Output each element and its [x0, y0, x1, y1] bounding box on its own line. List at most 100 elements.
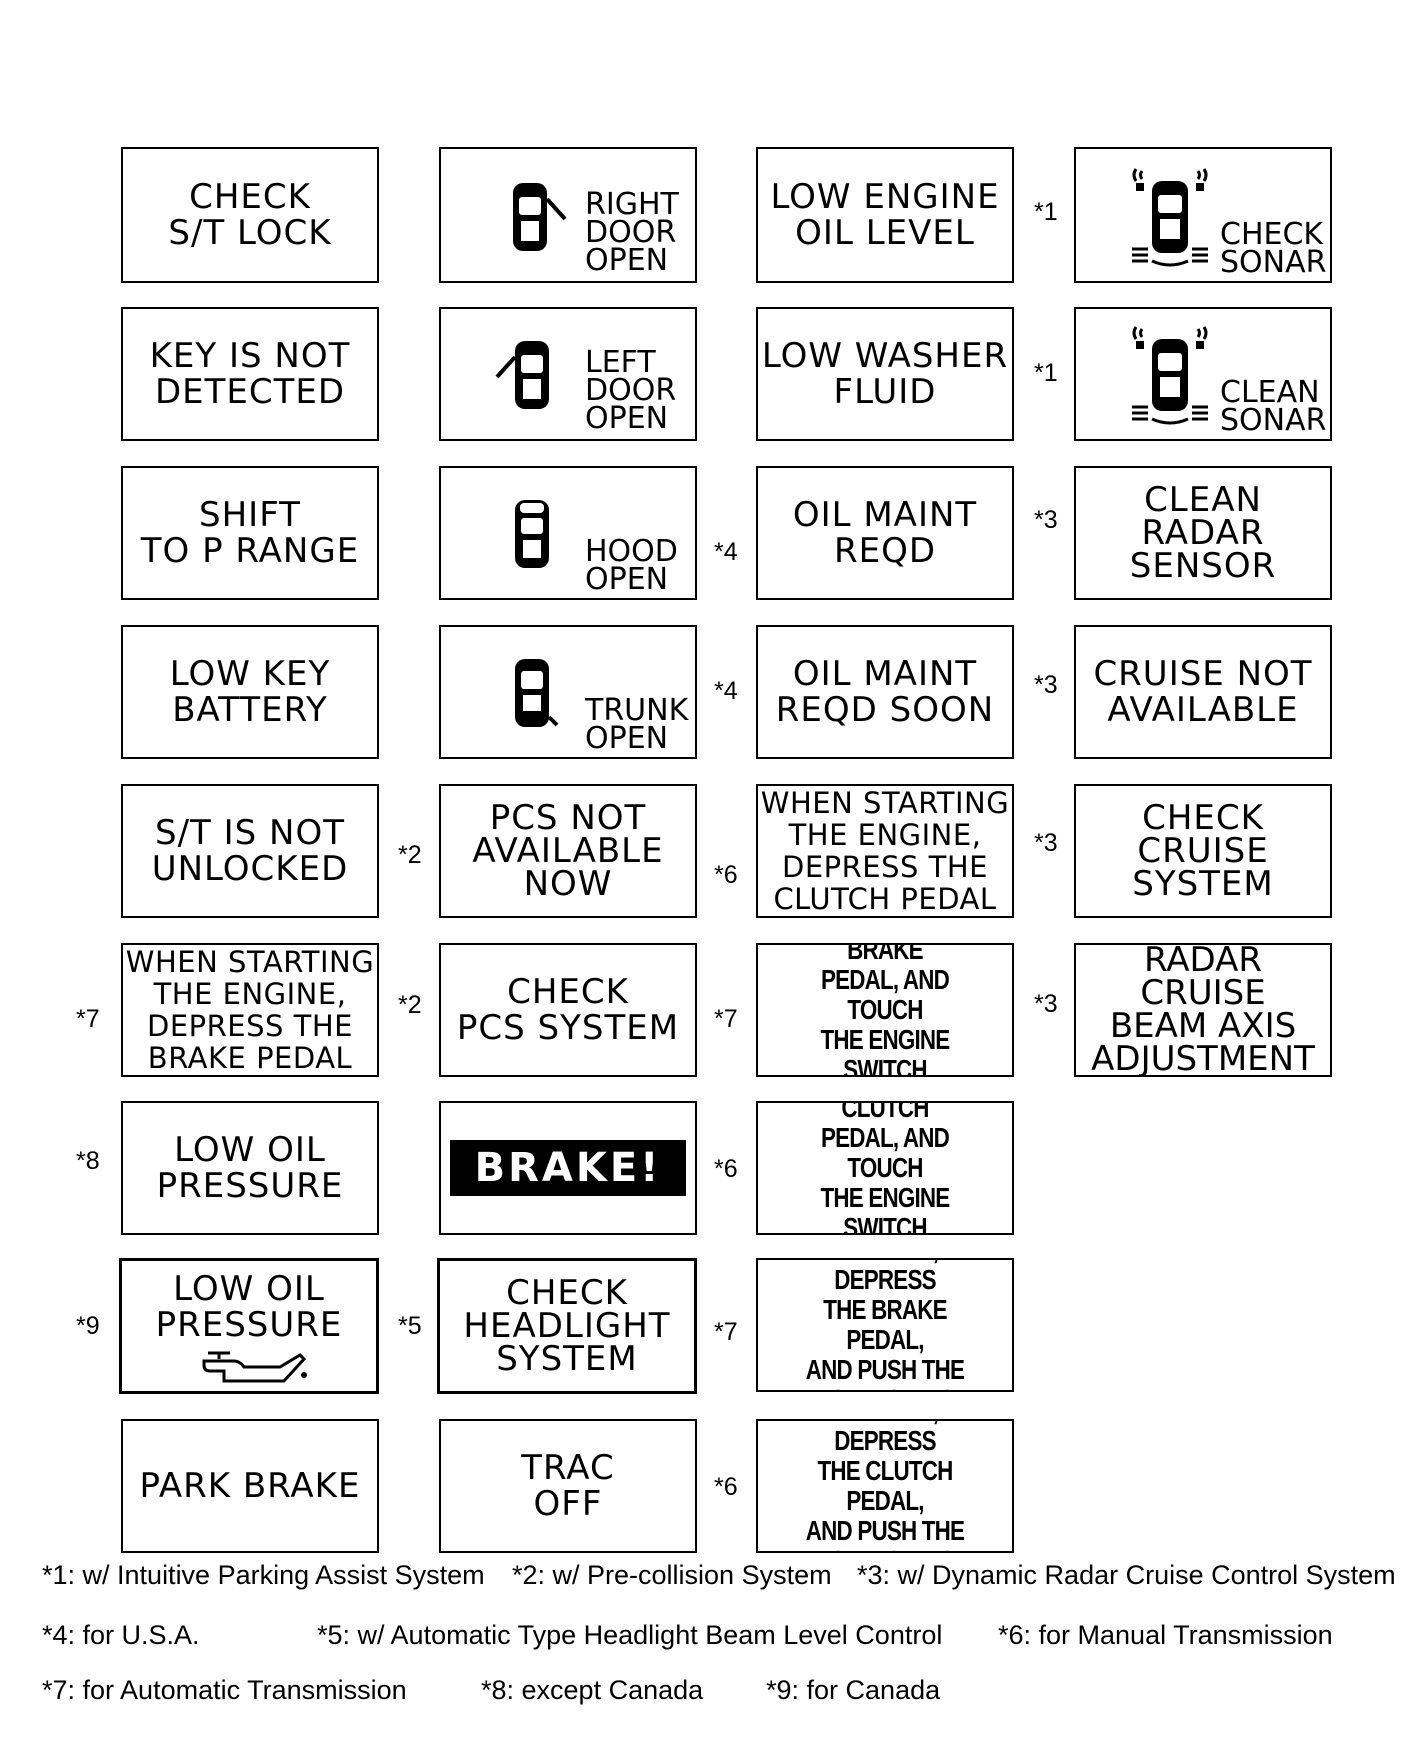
panel-oil-maint-reqd-soon: OIL MAINT REQD SOON: [756, 625, 1014, 759]
panel-left-door-open: LEFT DOOR OPEN: [439, 307, 697, 441]
panel-oil-maint-reqd: OIL MAINT REQD: [756, 466, 1014, 600]
note-marker: *2: [398, 991, 422, 1019]
panel-check-cruise-system: CHECK CRUISE SYSTEM: [1074, 784, 1332, 918]
panel-check-pcs-system: CHECK PCS SYSTEM: [439, 943, 697, 1077]
note-marker: *6: [714, 1155, 738, 1183]
note-marker: *3: [1034, 829, 1058, 857]
panel-text: TRAC OFF: [521, 1448, 615, 1524]
panel-low-oil-pressure: LOW OIL PRESSURE: [121, 1101, 379, 1235]
panel-text: LOW OIL PRESSURE: [156, 1130, 344, 1206]
note-marker: *4: [714, 677, 738, 705]
note-marker: *4: [714, 538, 738, 566]
panel-text: PCS NOT AVAILABLE NOW: [472, 797, 664, 904]
panel-low-key-battery: LOW KEY BATTERY: [121, 625, 379, 759]
panel-text: CHECK S/T LOCK: [168, 177, 332, 253]
panel-text: LOW WASHER FLUID: [761, 336, 1009, 412]
panel-text: TO START, DEPRESS THE CLUTCH PEDAL, AND …: [800, 1421, 971, 1551]
footnote: *4: for U.S.A.: [42, 1620, 200, 1650]
panel-text: S/T IS NOT UNLOCKED: [151, 813, 349, 889]
note-marker: *6: [714, 1473, 738, 1501]
panel-check-sonar: CHECK SONAR: [1074, 147, 1332, 283]
panel-clean-sonar: CLEAN SONAR: [1074, 307, 1332, 441]
panel-trunk-open: TRUNK OPEN: [439, 625, 697, 759]
panel-text: SHIFT TO P RANGE: [140, 495, 360, 571]
panel-pcs-not-available: PCS NOT AVAILABLE NOW: [439, 784, 697, 918]
note-marker: *7: [714, 1318, 738, 1346]
panel-text: DEPRESS THE BRAKE PEDAL, AND TOUCH THE E…: [820, 943, 951, 1077]
panel-to-start-clutch: TO START, DEPRESS THE CLUTCH PEDAL, AND …: [756, 1419, 1014, 1553]
note-marker: *5: [398, 1312, 422, 1340]
panel-text: WHEN STARTING THE ENGINE, DEPRESS THE CL…: [760, 786, 1010, 916]
note-marker: *9: [76, 1312, 100, 1340]
panel-text: CHECK PCS SYSTEM: [456, 972, 680, 1048]
panel-cruise-not-available: CRUISE NOT AVAILABLE: [1074, 625, 1332, 759]
icon-label: CHECK SONAR: [1220, 217, 1327, 280]
panel-depress-clutch-touch: DEPRESS THE CLUTCH PEDAL, AND TOUCH THE …: [756, 1101, 1014, 1235]
icon-label: HOOD OPEN: [585, 534, 678, 597]
footnote: *1: w/ Intuitive Parking Assist System: [42, 1560, 485, 1590]
panel-text: OIL MAINT REQD: [792, 495, 978, 571]
note-marker: *3: [1034, 506, 1058, 534]
footnote: *5: w/ Automatic Type Headlight Beam Lev…: [317, 1620, 943, 1650]
note-marker: *3: [1034, 990, 1058, 1018]
icon-label: RIGHT DOOR OPEN: [585, 187, 679, 278]
panel-text: LOW KEY BATTERY: [169, 654, 331, 730]
car-top-view-icon: [513, 183, 567, 251]
footnote: *2: w/ Pre-collision System: [512, 1560, 832, 1590]
panel-text: RADAR CRUISE BEAM AXIS ADJUSTMENT: [1091, 940, 1315, 1079]
panel-text: OIL MAINT REQD SOON: [775, 654, 995, 730]
footnote: *3: w/ Dynamic Radar Cruise Control Syst…: [857, 1560, 1396, 1590]
note-marker: *8: [76, 1147, 100, 1175]
icon-label: CLEAN SONAR: [1220, 375, 1327, 438]
panel-st-not-unlocked: S/T IS NOT UNLOCKED: [121, 784, 379, 918]
panel-text: KEY IS NOT DETECTED: [149, 336, 351, 412]
panel-radar-cruise-beam-axis: RADAR CRUISE BEAM AXIS ADJUSTMENT: [1074, 943, 1332, 1077]
panel-depress-brake-touch: DEPRESS THE BRAKE PEDAL, AND TOUCH THE E…: [756, 943, 1014, 1077]
panel-text: PARK BRAKE: [139, 1466, 361, 1506]
panel-low-washer-fluid: LOW WASHER FLUID: [756, 307, 1014, 441]
panel-clean-radar-sensor: CLEAN RADAR SENSOR: [1074, 466, 1332, 600]
note-marker: *6: [714, 861, 738, 889]
panel-text: TO START, DEPRESS THE BRAKE PEDAL, AND P…: [800, 1260, 971, 1390]
car-top-view-icon: [515, 500, 549, 568]
panel-text: LOW ENGINE OIL LEVEL: [770, 177, 1000, 253]
footnote: *6: for Manual Transmission: [998, 1620, 1333, 1650]
panel-to-start-brake: TO START, DEPRESS THE BRAKE PEDAL, AND P…: [756, 1258, 1014, 1392]
note-marker: *7: [76, 1005, 100, 1033]
footnote: *9: for Canada: [766, 1675, 941, 1705]
panel-text: DEPRESS THE CLUTCH PEDAL, AND TOUCH THE …: [820, 1101, 951, 1235]
panel-text: WHEN STARTING THE ENGINE, DEPRESS THE BR…: [125, 945, 375, 1075]
panel-shift-to-p-range: SHIFT TO P RANGE: [121, 466, 379, 600]
sonar-sensor-icon: [1132, 326, 1208, 425]
note-marker: *3: [1034, 671, 1058, 699]
note-marker: *7: [714, 1005, 738, 1033]
footnote: *7: for Automatic Transmission: [42, 1675, 407, 1705]
panel-text: CRUISE NOT AVAILABLE: [1093, 654, 1313, 730]
panel-hood-open: HOOD OPEN: [439, 466, 697, 600]
note-marker: *1: [1034, 198, 1058, 226]
car-top-view-icon: [495, 341, 549, 409]
note-marker: *2: [398, 841, 422, 869]
brake-warning-label: BRAKE!: [450, 1140, 686, 1196]
car-top-view-icon: [515, 659, 559, 727]
footnote: *8: except Canada: [481, 1675, 704, 1705]
panel-brake: BRAKE!: [439, 1101, 697, 1235]
panel-text: LOW OIL PRESSURE: [155, 1269, 343, 1345]
panel-when-starting-clutch: WHEN STARTING THE ENGINE, DEPRESS THE CL…: [756, 784, 1014, 918]
note-marker: *1: [1034, 359, 1058, 387]
panel-park-brake: PARK BRAKE: [121, 1419, 379, 1553]
panel-check-headlight: CHECK HEADLIGHT SYSTEM: [437, 1258, 697, 1394]
panel-trac-off: TRAC OFF: [439, 1419, 697, 1553]
panel-low-oil-pressure-canada: LOW OIL PRESSURE: [119, 1258, 379, 1394]
panel-low-engine-oil-level: LOW ENGINE OIL LEVEL: [756, 147, 1014, 283]
sonar-sensor-icon: [1132, 168, 1208, 267]
panel-text: CHECK CRUISE SYSTEM: [1132, 797, 1274, 904]
panel-check-st-lock: CHECK S/T LOCK: [121, 147, 379, 283]
icon-label: TRUNK OPEN: [585, 693, 689, 756]
panel-right-door-open: RIGHT DOOR OPEN: [439, 147, 697, 283]
panel-text: CHECK HEADLIGHT SYSTEM: [463, 1272, 671, 1379]
panel-key-not-detected: KEY IS NOT DETECTED: [121, 307, 379, 441]
oil-can-icon: [202, 1351, 307, 1383]
panel-text: CLEAN RADAR SENSOR: [1129, 479, 1277, 586]
panel-when-starting-brake: WHEN STARTING THE ENGINE, DEPRESS THE BR…: [121, 943, 379, 1077]
